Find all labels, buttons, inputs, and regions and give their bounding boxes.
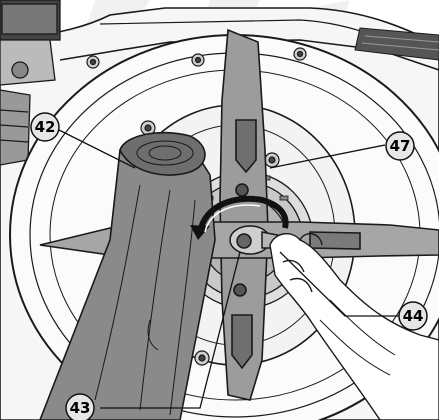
vent-grille <box>354 27 439 61</box>
svg-text:44: 44 <box>403 307 424 325</box>
gloved-hand <box>269 233 439 420</box>
vertical-blade <box>219 28 269 401</box>
callout-leaders <box>54 127 400 409</box>
callout-47: 47 <box>385 131 415 161</box>
curved-rotation-arrow-icon <box>190 195 289 240</box>
callout-43: 43 <box>65 393 95 420</box>
engine-parts <box>0 0 61 166</box>
svg-text:43: 43 <box>70 399 91 417</box>
svg-text:42: 42 <box>35 118 56 136</box>
callout-44: 44 <box>398 301 428 331</box>
wooden-block <box>39 131 216 420</box>
svg-text:47: 47 <box>390 137 411 155</box>
callout-42: 42 <box>30 112 60 142</box>
